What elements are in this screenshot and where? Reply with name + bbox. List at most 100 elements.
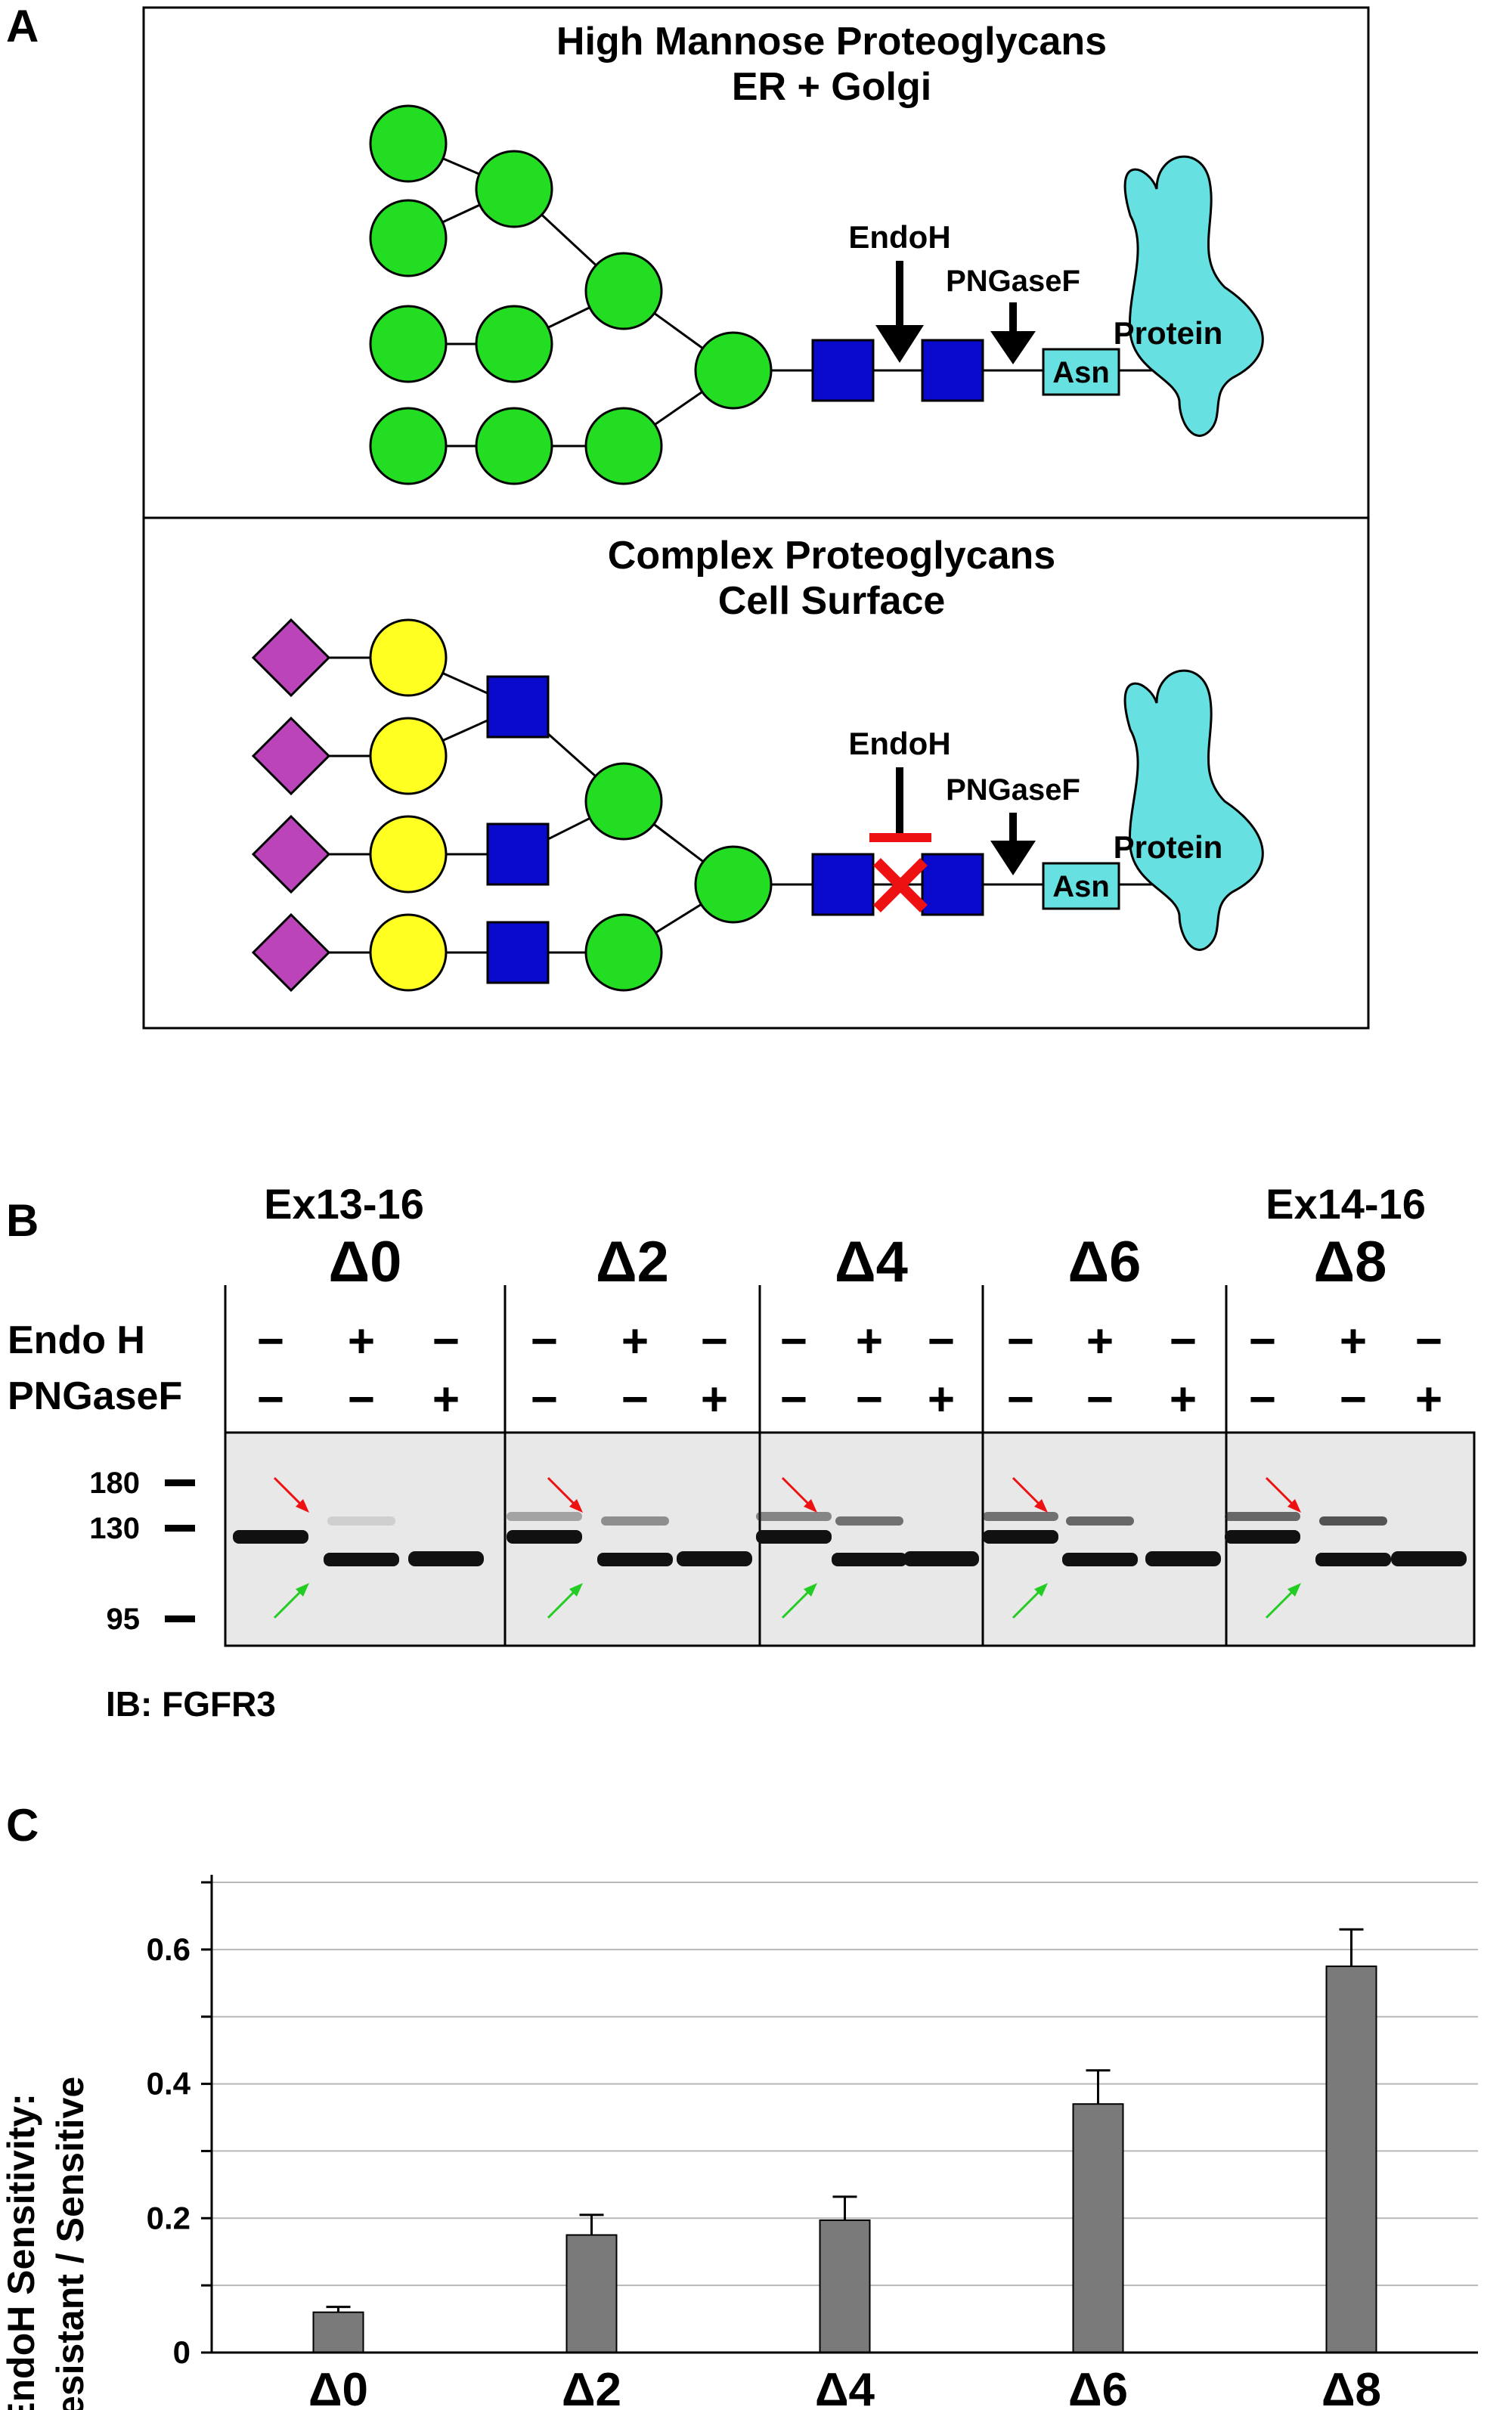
- band-untreated: [233, 1530, 308, 1544]
- bottom-box-title: Complex Proteoglycans: [608, 534, 1055, 578]
- band-untreated: [983, 1530, 1058, 1544]
- bottom-glcnac-antenna: [486, 675, 550, 984]
- mw-180: 180: [89, 1467, 140, 1500]
- bar: [1072, 2103, 1124, 2353]
- bottom-pngasef-arrow: [990, 813, 1036, 875]
- top-endoh-arrow: [875, 261, 924, 363]
- bottom-galactose-residues: [369, 618, 448, 992]
- sensitive-arrowhead: [1034, 1583, 1048, 1597]
- pngasef-lane-mark: −: [1007, 1374, 1034, 1426]
- bottom-protein-label: Protein: [1114, 829, 1223, 865]
- band-untreated-upper: [756, 1512, 832, 1521]
- band-endoh-resistant: [601, 1516, 669, 1526]
- bottom-glcnac-core: [811, 853, 984, 916]
- top-protein-label: Protein: [1114, 315, 1223, 351]
- group-label: Δ4: [835, 1230, 908, 1294]
- band-untreated-upper: [1225, 1512, 1300, 1521]
- band-untreated: [1225, 1530, 1300, 1544]
- endo-h-lane-mark: −: [1415, 1315, 1442, 1368]
- pngasef-lane-mark: −: [1340, 1374, 1367, 1426]
- band-pngasef: [1145, 1551, 1221, 1566]
- group-label: Δ6: [1068, 1230, 1142, 1294]
- bottom-pngasef-label: PNGaseF: [946, 773, 1080, 807]
- panel-c-letter: C: [6, 1800, 39, 1851]
- pngasef-lane-mark: −: [621, 1374, 649, 1426]
- panel-a-letter: A: [6, 1, 39, 51]
- band-untreated-upper: [507, 1512, 582, 1521]
- top-mannose-residues: [369, 104, 773, 485]
- resistant-arrowhead: [1034, 1499, 1048, 1513]
- bottom-endoh-blocked: [869, 767, 931, 912]
- x-tick-label: Δ4: [815, 2364, 875, 2410]
- endo-h-lane-mark: −: [432, 1315, 460, 1368]
- band-endoh-resistant: [1319, 1516, 1387, 1526]
- bar: [1325, 1965, 1377, 2353]
- pngasef-lane-mark: −: [531, 1374, 558, 1426]
- pngasef-lane-mark: +: [1415, 1374, 1442, 1426]
- band-pngasef: [677, 1551, 752, 1566]
- band-endoh-resistant: [327, 1516, 395, 1526]
- x-tick-label: Δ2: [562, 2364, 621, 2410]
- endo-h-lane-mark: −: [780, 1315, 807, 1368]
- group-label: Δ8: [1314, 1230, 1387, 1294]
- bottom-asn-box: [1042, 862, 1120, 910]
- band-pngasef: [408, 1551, 484, 1566]
- band-endoh-sensitive: [1315, 1553, 1391, 1566]
- bar: [819, 2219, 871, 2353]
- top-endoh-label: EndoH: [848, 219, 950, 255]
- sensitive-arrowhead: [296, 1583, 309, 1597]
- chart-axes: [201, 1875, 1478, 2354]
- pngasef-lane-mark: −: [348, 1374, 375, 1426]
- bottom-box-subtitle: Cell Surface: [718, 579, 946, 623]
- x-tick-label: Δ0: [308, 2364, 368, 2410]
- band-pngasef: [1391, 1551, 1467, 1566]
- pngasef-lane-mark: +: [1170, 1374, 1197, 1426]
- resistant-arrowhead: [296, 1499, 309, 1513]
- pngasef-lane-mark: −: [780, 1374, 807, 1426]
- bar: [565, 2234, 618, 2353]
- sensitive-arrowhead: [1287, 1583, 1301, 1597]
- sensitive-arrowhead: [804, 1583, 817, 1597]
- endo-h-row-label: Endo H: [8, 1318, 145, 1362]
- band-pngasef: [903, 1551, 979, 1566]
- pngasef-lane-mark: −: [856, 1374, 883, 1426]
- bottom-protein-shape: [1123, 669, 1264, 951]
- endo-h-lane-mark: −: [701, 1315, 728, 1368]
- y-tick-labels: 00.20.40.6: [147, 1931, 191, 2370]
- blot-label: IB: FGFR3: [106, 1684, 276, 1724]
- pngasef-lane-mark: +: [701, 1374, 728, 1426]
- band-endoh-resistant: [835, 1516, 903, 1526]
- mw-95: 95: [107, 1603, 141, 1636]
- resistant-arrowhead: [1287, 1499, 1301, 1513]
- construct-ex14-16: Ex14-16: [1266, 1180, 1426, 1228]
- top-asn-label: Asn: [1052, 356, 1110, 389]
- endo-h-lane-mark: −: [531, 1315, 558, 1368]
- x-tick-label: Δ8: [1321, 2364, 1381, 2410]
- band-endoh-sensitive: [597, 1553, 673, 1566]
- mw-95-tick: [165, 1615, 195, 1622]
- bottom-asn-label: Asn: [1052, 870, 1110, 903]
- band-untreated: [756, 1530, 832, 1544]
- band-endoh-sensitive: [832, 1553, 907, 1566]
- y-tick-label: 0.4: [147, 2066, 191, 2102]
- endo-h-lane-mark: +: [856, 1315, 883, 1368]
- group-label: Δ2: [596, 1230, 669, 1294]
- endo-h-lane-mark: −: [1007, 1315, 1034, 1368]
- band-endoh-resistant: [1066, 1516, 1134, 1526]
- blot-bands: [233, 1512, 1467, 1566]
- pngasef-lane-mark: +: [928, 1374, 955, 1426]
- group-labels: Δ0 Δ2 Δ4 Δ6 Δ8: [329, 1230, 1387, 1294]
- top-box-title: High Mannose Proteoglycans: [556, 20, 1107, 64]
- group-label: Δ0: [329, 1230, 402, 1294]
- endo-h-lane-mark: −: [257, 1315, 284, 1368]
- mw-130: 130: [89, 1512, 140, 1545]
- pngasef-lane-mark: −: [1249, 1374, 1276, 1426]
- top-asn-box: [1042, 348, 1120, 396]
- sensitive-arrowhead: [569, 1583, 583, 1597]
- y-axis-label-line2: Resistant / Sensitive: [49, 2077, 91, 2410]
- bottom-endoh-label: EndoH: [848, 726, 950, 761]
- endo-h-lane-mark: −: [1170, 1315, 1197, 1368]
- bottom-sialic-residues: [251, 618, 331, 993]
